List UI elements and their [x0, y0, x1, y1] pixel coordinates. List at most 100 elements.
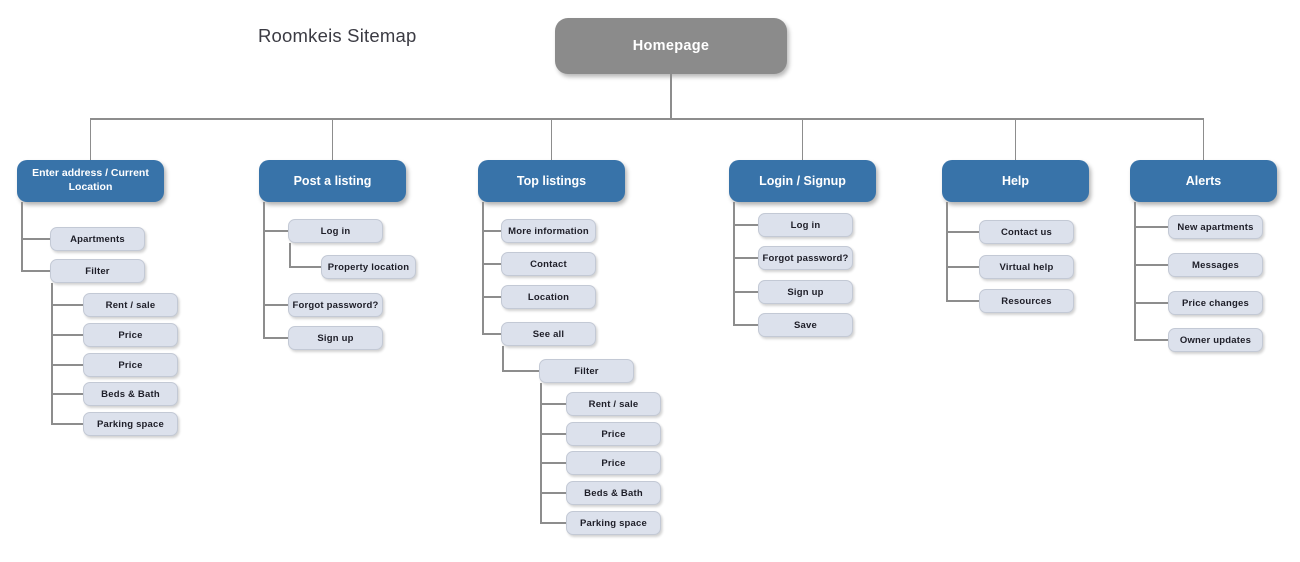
connector-vertical-line — [51, 283, 53, 424]
leaf-node-label: Log in — [790, 219, 821, 231]
connector-stub-line — [482, 263, 501, 265]
leaf-node-label: Price — [118, 359, 143, 371]
leaf-node-label: Messages — [1191, 259, 1240, 271]
leaf-node: Apartments — [50, 227, 145, 251]
leaf-node: Beds & Bath — [566, 481, 661, 505]
connector-vertical-line — [289, 243, 291, 267]
leaf-node: Filter — [539, 359, 634, 383]
connector-vertical-line — [946, 202, 948, 301]
leaf-node-label: Virtual help — [999, 261, 1054, 273]
leaf-node-label: Parking space — [96, 418, 165, 430]
branch-node: Enter address / Current Location — [17, 160, 164, 202]
connector-vertical-line — [733, 202, 735, 325]
leaf-node: Forgot password? — [288, 293, 383, 317]
root-stem-line — [670, 74, 672, 118]
leaf-node: Log in — [288, 219, 383, 243]
leaf-node: Price — [566, 451, 661, 475]
leaf-node: Contact us — [979, 220, 1074, 244]
connector-vertical-line — [1134, 202, 1136, 340]
leaf-node-label: Price changes — [1181, 297, 1250, 309]
branch-node: Post a listing — [259, 160, 406, 202]
leaf-node: Property location — [321, 255, 416, 279]
leaf-node: Log in — [758, 213, 853, 237]
leaf-node-label: See all — [532, 328, 565, 340]
leaf-node-label: Contact — [530, 258, 567, 270]
branch-drop-line — [550, 118, 552, 160]
connector-vertical-line — [263, 202, 265, 338]
leaf-node-label: Rent / sale — [588, 398, 639, 410]
connector-stub-line — [51, 304, 83, 306]
connector-vertical-line — [502, 346, 504, 371]
connector-stub-line — [51, 393, 83, 395]
leaf-node-label: Location — [527, 291, 570, 303]
leaf-node-label: Sign up — [787, 286, 824, 298]
leaf-node-label: Rent / sale — [105, 299, 156, 311]
connector-vertical-line — [540, 383, 542, 523]
leaf-node: Sign up — [288, 326, 383, 350]
connector-stub-line — [482, 230, 501, 232]
sitemap-title: Roomkeis Sitemap — [258, 25, 417, 46]
leaf-node-label: Resources — [1001, 295, 1052, 307]
leaf-node: Beds & Bath — [83, 382, 178, 406]
connector-stub-line — [21, 270, 50, 272]
connector-stub-line — [51, 423, 83, 425]
branch-node-label: Alerts — [1185, 173, 1222, 188]
leaf-node-label: Beds & Bath — [584, 487, 643, 499]
connector-vertical-line — [482, 202, 484, 334]
connector-stub-line — [263, 304, 288, 306]
connector-stub-line — [540, 403, 566, 405]
connector-stub-line — [733, 257, 758, 259]
connector-stub-line — [482, 333, 501, 335]
branch-node: Alerts — [1130, 160, 1277, 202]
connector-stub-line — [482, 296, 501, 298]
branch-node: Login / Signup — [729, 160, 876, 202]
branch-drop-line — [1014, 118, 1016, 160]
leaf-node: Price changes — [1168, 291, 1263, 315]
connector-stub-line — [263, 230, 288, 232]
connector-stub-line — [540, 492, 566, 494]
leaf-node: Filter — [50, 259, 145, 283]
branch-node-label: Top listings — [516, 173, 587, 188]
connector-stub-line — [263, 337, 288, 339]
leaf-node: Price — [83, 323, 178, 347]
branch-node: Help — [942, 160, 1089, 202]
leaf-node-label: Owner updates — [1179, 334, 1252, 346]
leaf-node-label: Forgot password? — [292, 299, 379, 311]
leaf-node: Rent / sale — [83, 293, 178, 317]
leaf-node: Save — [758, 313, 853, 337]
leaf-node: See all — [501, 322, 596, 346]
leaf-node-label: Filter — [574, 365, 599, 377]
leaf-node: Price — [83, 353, 178, 377]
node-homepage: Homepage — [555, 18, 787, 74]
node-homepage-label: Homepage — [632, 38, 710, 54]
leaf-node-label: Price — [118, 329, 143, 341]
connector-stub-line — [540, 462, 566, 464]
leaf-node-label: Parking space — [579, 517, 648, 529]
leaf-node-label: Sign up — [317, 332, 354, 344]
leaf-node-label: Contact us — [1000, 226, 1053, 238]
leaf-node: More information — [501, 219, 596, 243]
trunk-line — [89, 118, 1203, 120]
leaf-node: Location — [501, 285, 596, 309]
leaf-node: Parking space — [83, 412, 178, 436]
leaf-node: Sign up — [758, 280, 853, 304]
leaf-node: Price — [566, 422, 661, 446]
branch-node: Top listings — [478, 160, 625, 202]
leaf-node-label: Price — [601, 428, 626, 440]
leaf-node-label: Apartments — [70, 233, 125, 245]
leaf-node-label: New apartments — [1177, 221, 1254, 233]
leaf-node-label: Forgot password? — [762, 252, 849, 264]
leaf-node-label: Property location — [327, 261, 410, 273]
connector-stub-line — [502, 370, 539, 372]
leaf-node: Owner updates — [1168, 328, 1263, 352]
leaf-node: Parking space — [566, 511, 661, 535]
connector-stub-line — [51, 334, 83, 336]
leaf-node-label: More information — [508, 225, 589, 237]
connector-stub-line — [1134, 226, 1168, 228]
leaf-node: New apartments — [1168, 215, 1263, 239]
leaf-node: Resources — [979, 289, 1074, 313]
connector-stub-line — [733, 324, 758, 326]
connector-stub-line — [1134, 264, 1168, 266]
connector-stub-line — [21, 238, 50, 240]
